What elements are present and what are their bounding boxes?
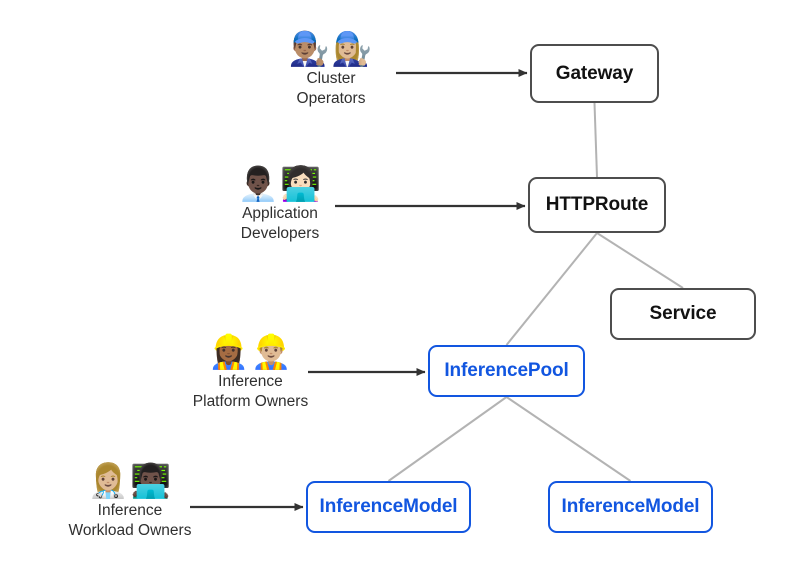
node-label: InferenceModel [319,496,458,517]
man-mechanic-icon-woman-mechanic-icon: 👨🏽‍🔧👩🏼‍🔧 [288,30,374,67]
persona-arrows [190,69,528,511]
node-label: Service [649,303,717,324]
persona-application-developers: 👨🏿‍💼👩🏻‍💻Application Developers [215,165,345,244]
persona-label: Application Developers [240,205,320,242]
edge-inferencepool-to-inferencemodel1 [387,396,508,482]
persona-inference-workload-owners: 👩🏼‍⚕️👨🏿‍💻Inference Workload Owners [42,462,218,541]
node-inferencepool[interactable]: InferencePool [428,345,585,397]
node-label: HTTPRoute [545,194,649,215]
persona-inference-platform-owners: 👷🏾‍♀️👷🏼‍♂️Inference Platform Owners [167,333,334,412]
persona-label: Cluster Operators [296,70,366,107]
node-label: InferenceModel [561,496,700,517]
node-inferencemodel2[interactable]: InferenceModel [548,481,713,533]
node-httproute[interactable]: HTTPRoute [528,177,666,233]
woman-construction-worker-icon-man-construction-worker-icon: 👷🏾‍♀️👷🏼‍♂️ [208,333,293,370]
node-service[interactable]: Service [610,288,756,340]
edge-httproute-to-inferencepool [505,232,598,346]
edge-inferencepool-to-inferencemodel2 [505,396,632,482]
persona-label: Inference Workload Owners [68,502,192,539]
edge-gateway-to-httproute [593,102,598,178]
man-office-worker-icon-woman-technologist-icon: 👨🏿‍💼👩🏻‍💻 [237,165,323,202]
persona-cluster-operators: 👨🏽‍🔧👩🏼‍🔧Cluster Operators [272,30,390,109]
node-label: Gateway [555,62,634,84]
woman-health-worker-icon-man-technologist-icon: 👩🏼‍⚕️👨🏿‍💻 [87,462,173,499]
edge-httproute-to-service [596,232,684,289]
node-inferencemodel1[interactable]: InferenceModel [306,481,471,533]
persona-label: Inference Platform Owners [192,373,309,410]
node-gateway[interactable]: Gateway [530,44,659,103]
resource-connector-lines [387,102,684,482]
node-label: InferencePool [444,360,569,381]
